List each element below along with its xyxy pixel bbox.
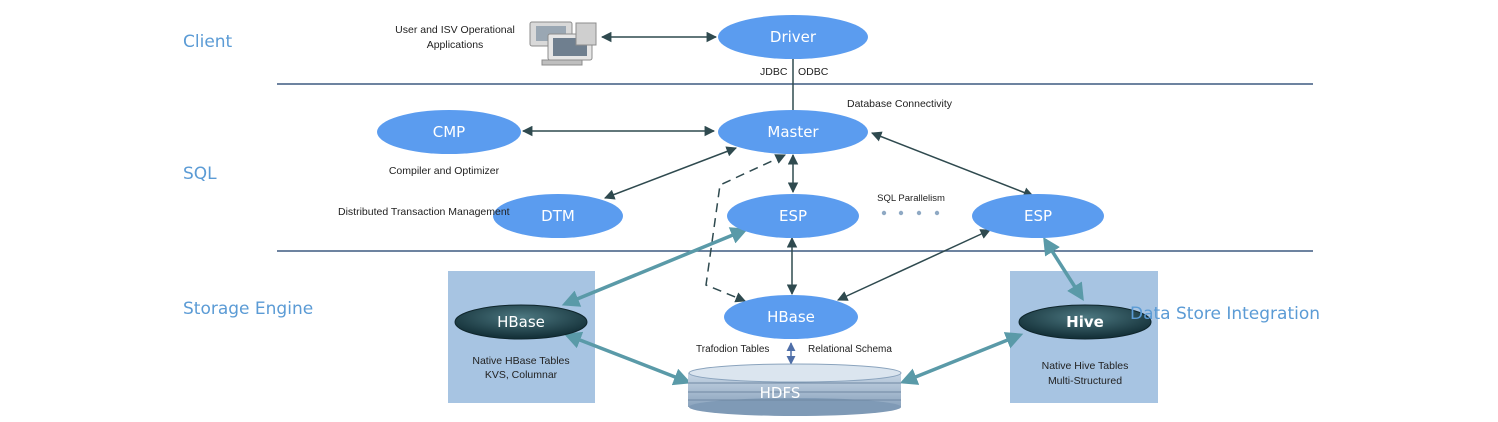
parallelism-dots bbox=[881, 210, 940, 216]
node-master-label: Master bbox=[767, 123, 819, 141]
trafodion-tables-label: Trafodion Tables bbox=[696, 344, 769, 355]
node-cmp-label: CMP bbox=[433, 123, 465, 141]
node-hbase-center-label: HBase bbox=[767, 308, 815, 326]
jdbc-label: JDBC bbox=[760, 66, 788, 78]
native-hbase-label-line1: Native HBase Tables bbox=[472, 355, 569, 367]
node-dtm-label: DTM bbox=[541, 207, 575, 225]
node-esp-right: ESP bbox=[972, 194, 1104, 238]
dtm-master-arrow bbox=[604, 146, 737, 200]
node-master: Master bbox=[718, 110, 868, 154]
user-apps-label-line1: User and ISV Operational bbox=[395, 24, 515, 36]
db-connectivity-label: Database Connectivity bbox=[847, 98, 953, 110]
node-driver: Driver bbox=[718, 15, 868, 59]
hdfs-disk-stack: HDFS bbox=[688, 363, 902, 416]
transaction-mgmt-label: Distributed Transaction Management bbox=[338, 206, 510, 218]
sql-parallelism-label: SQL Parallelism bbox=[877, 193, 945, 204]
esp-right-hbase-arrow bbox=[837, 229, 991, 301]
tier-label-data-store: Data Store Integration bbox=[1130, 304, 1320, 324]
native-hbase-label-line2: KVS, Columnar bbox=[485, 369, 558, 381]
odbc-label: ODBC bbox=[798, 66, 829, 78]
node-hive-label: Hive bbox=[1066, 313, 1104, 331]
native-hbase-hdfs-arrow bbox=[563, 331, 692, 386]
master-esp-right-arrow bbox=[871, 131, 1034, 198]
tier-label-storage: Storage Engine bbox=[183, 299, 313, 319]
tier-label-sql: SQL bbox=[183, 164, 217, 184]
node-hbase-native-label: HBase bbox=[497, 313, 545, 331]
native-hive-label-line1: Native Hive Tables bbox=[1042, 360, 1129, 372]
node-esp-center: ESP bbox=[727, 194, 859, 238]
hdfs-label: HDFS bbox=[760, 384, 801, 402]
esp-native-hbase-arrow bbox=[561, 227, 749, 307]
node-driver-label: Driver bbox=[770, 28, 817, 46]
node-esp-center-label: ESP bbox=[779, 207, 807, 225]
user-apps-label-line2: Applications bbox=[427, 39, 484, 51]
relational-schema-label: Relational Schema bbox=[808, 344, 892, 355]
tier-label-client: Client bbox=[183, 32, 233, 52]
native-hive-label-line2: Multi-Structured bbox=[1048, 375, 1122, 387]
esp-hive-arrow bbox=[1043, 237, 1084, 301]
node-hive: Hive bbox=[1018, 304, 1152, 340]
node-cmp: CMP bbox=[377, 110, 521, 154]
compiler-label: Compiler and Optimizer bbox=[389, 165, 500, 177]
connectors bbox=[521, 31, 1084, 386]
node-esp-right-label: ESP bbox=[1024, 207, 1052, 225]
node-dtm: DTM bbox=[493, 194, 623, 238]
computers-icon bbox=[529, 21, 597, 66]
node-hbase-center: HBase bbox=[724, 295, 858, 339]
node-hbase-native: HBase bbox=[454, 304, 588, 340]
hive-hdfs-arrow bbox=[899, 332, 1024, 385]
